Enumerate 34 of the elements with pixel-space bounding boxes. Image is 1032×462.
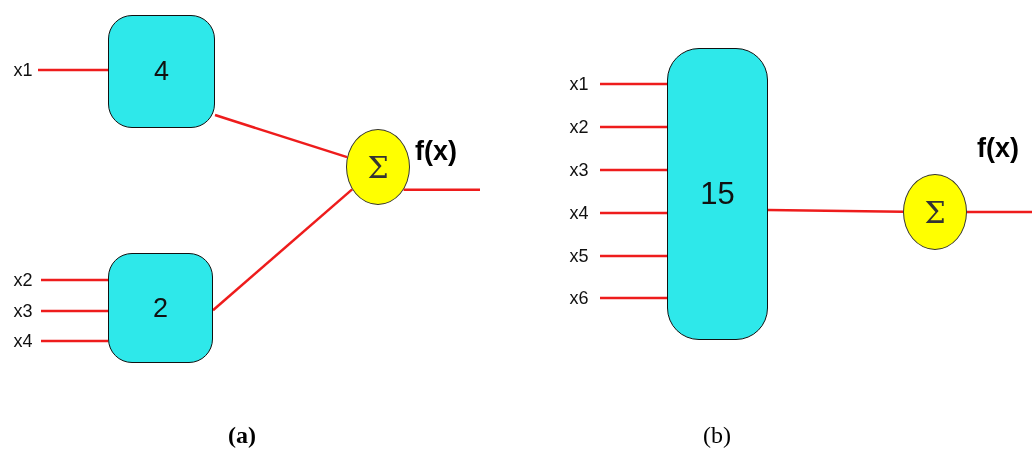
connection-line	[38, 68, 108, 72]
panel-caption: (a)	[228, 422, 256, 449]
panel-caption: (b)	[703, 422, 731, 449]
connection-line	[600, 211, 667, 215]
output-label: f(x)	[977, 133, 1019, 164]
input-label: x1	[567, 72, 591, 96]
hidden-layer-box: 4	[108, 15, 215, 128]
connection-line	[214, 113, 348, 159]
connection-line	[600, 82, 667, 86]
connection-line	[768, 208, 903, 213]
hidden-layer-box: 15	[667, 48, 768, 340]
input-label: x3	[567, 158, 591, 182]
output-label: f(x)	[415, 136, 457, 167]
connection-line	[600, 254, 667, 258]
sum-node-ellipse: Σ	[346, 129, 410, 205]
input-label: x1	[11, 59, 35, 81]
input-label: x4	[11, 330, 35, 352]
input-label: x2	[567, 115, 591, 139]
connection-line	[967, 210, 1032, 214]
connection-line	[600, 168, 667, 172]
input-label: x6	[567, 286, 591, 310]
connection-line	[600, 125, 667, 129]
connection-line	[403, 188, 480, 192]
input-label: x2	[11, 269, 35, 291]
connection-line	[600, 296, 667, 300]
input-label: x5	[567, 244, 591, 268]
connection-line	[41, 309, 108, 313]
connection-line	[212, 188, 353, 312]
connection-line	[41, 278, 108, 282]
sum-node-ellipse: Σ	[903, 174, 967, 250]
input-label: x4	[567, 201, 591, 225]
connection-line	[41, 339, 108, 343]
hidden-layer-box: 2	[108, 253, 213, 363]
input-label: x3	[11, 300, 35, 322]
